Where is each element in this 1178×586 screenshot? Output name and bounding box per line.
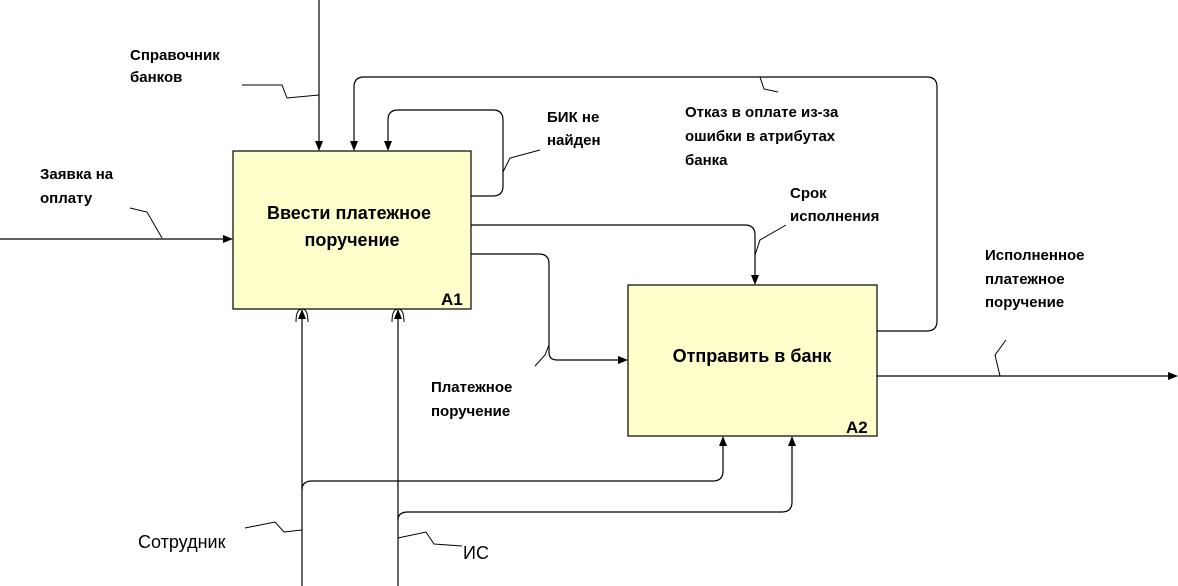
- arrow-bik-not-found[interactable]: [384, 109, 541, 197]
- label-payment-order-line-1: Платежное: [431, 379, 512, 396]
- arrow-payment-request[interactable]: [0, 207, 233, 243]
- tunnel-info-system: [391, 308, 405, 323]
- arrow-employee[interactable]: [244, 308, 727, 586]
- label-executed-order-line-3: поручение: [985, 294, 1064, 311]
- label-executed-order: Исполненное платежное поручение: [985, 247, 1085, 311]
- arrow-payment-order[interactable]: [471, 253, 628, 367]
- activity-a2-title: Отправить в банк: [673, 346, 833, 366]
- squiggle-bik-not-found: [502, 149, 541, 173]
- arrow-bank-directory[interactable]: [242, 0, 323, 151]
- activity-a2[interactable]: Отправить в банк A2: [627, 284, 878, 437]
- label-executed-order-line-2: платежное: [985, 271, 1065, 288]
- label-employee: Сотрудник: [138, 532, 226, 552]
- arrow-payment-refusal[interactable]: [350, 76, 938, 332]
- squiggle-payment-request: [129, 207, 163, 239]
- squiggle-deadline: [754, 224, 787, 256]
- label-info-system: ИС: [463, 543, 489, 563]
- label-payment-request-line-1: Заявка на: [40, 166, 114, 183]
- label-deadline-line-1: Срок: [790, 185, 827, 202]
- label-executed-order-line-1: Исполненное: [985, 247, 1085, 264]
- label-payment-refusal-line-2: ошибки в атрибутах: [685, 128, 836, 145]
- label-deadline-line-2: исполнения: [790, 208, 879, 225]
- label-bank-directory: Справочник банков: [130, 47, 220, 86]
- activity-a2-number: A2: [846, 418, 868, 437]
- label-bik-not-found-line-2: найден: [547, 132, 601, 149]
- arrow-deadline[interactable]: [471, 224, 787, 285]
- squiggle-payment-order: [534, 344, 550, 367]
- label-payment-refusal-line-3: банка: [685, 152, 728, 169]
- label-bik-not-found-line-1: БИК не: [547, 109, 599, 126]
- label-deadline: Срок исполнения: [790, 185, 879, 225]
- label-payment-request-line-2: оплату: [40, 190, 93, 207]
- label-payment-order-line-2: поручение: [431, 403, 510, 420]
- tunnel-employee: [295, 308, 309, 323]
- label-payment-request: Заявка на оплату: [40, 166, 114, 207]
- squiggle-info-system: [397, 531, 463, 547]
- arrow-info-system[interactable]: [391, 308, 796, 586]
- activity-a1[interactable]: Ввести платежное поручение A1: [232, 150, 472, 310]
- activity-a1-number: A1: [441, 290, 463, 309]
- activity-a2-box: [627, 284, 878, 437]
- label-payment-refusal: Отказ в оплате из-за ошибки в атрибутах …: [685, 104, 839, 169]
- label-payment-order: Платежное поручение: [431, 379, 512, 420]
- label-payment-refusal-line-1: Отказ в оплате из-за: [685, 104, 839, 121]
- activity-a1-box: [232, 150, 472, 310]
- label-bank-directory-line-1: Справочник: [130, 47, 220, 64]
- squiggle-payment-refusal: [759, 76, 779, 93]
- squiggle-executed-order: [994, 339, 1007, 377]
- label-bik-not-found: БИК не найден: [547, 109, 601, 149]
- label-bank-directory-line-2: банков: [130, 69, 182, 86]
- arrow-executed-order[interactable]: [877, 339, 1178, 380]
- squiggle-bank-directory: [242, 84, 320, 99]
- activity-a1-title-line-1: Ввести платежное: [267, 203, 431, 223]
- activity-a1-title-line-2: поручение: [304, 230, 399, 250]
- squiggle-employee: [244, 521, 303, 533]
